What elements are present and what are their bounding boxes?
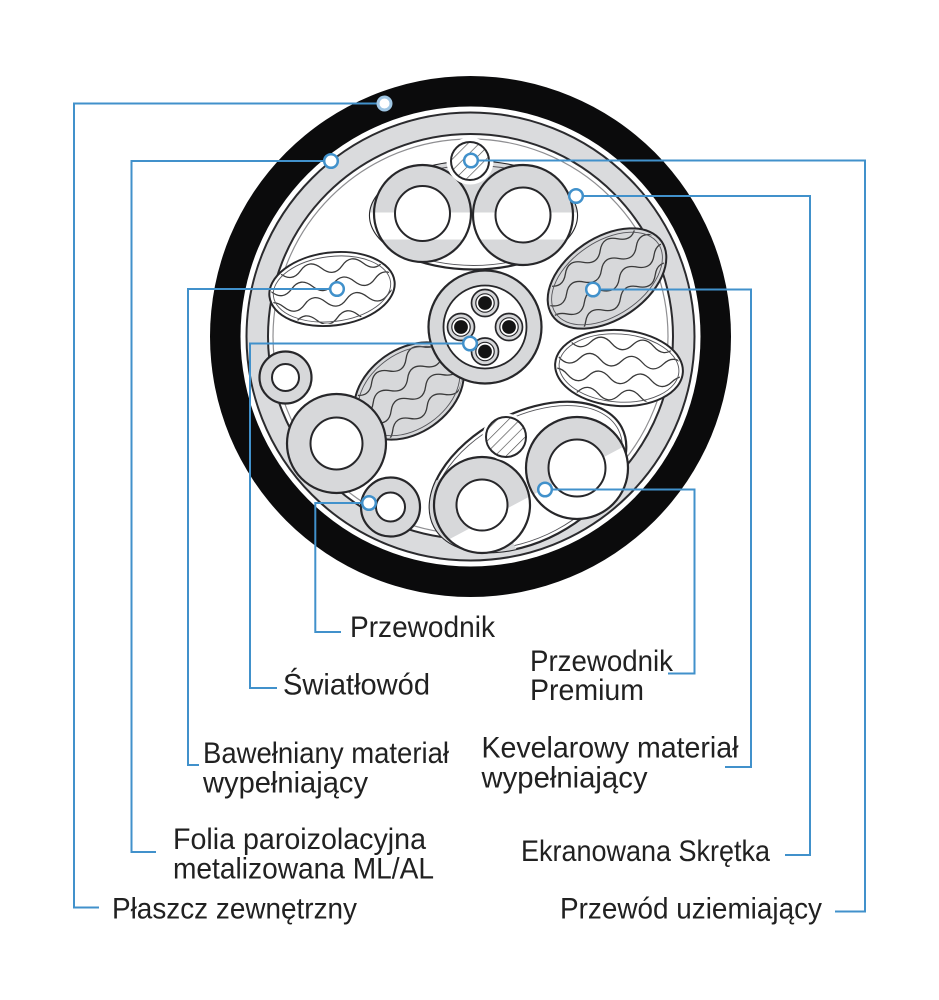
svg-text:wypełniający: wypełniający [202, 767, 368, 800]
svg-text:Premium: Premium [530, 674, 644, 707]
svg-text:Przewodnik: Przewodnik [350, 611, 496, 644]
svg-text:metalizowana ML/AL: metalizowana ML/AL [173, 853, 434, 886]
svg-text:Ekranowana Skrętka: Ekranowana Skrętka [521, 835, 770, 868]
svg-text:Bawełniany materiał: Bawełniany materiał [203, 737, 449, 770]
svg-text:Przewód uziemiający: Przewód uziemiający [560, 893, 822, 926]
svg-text:Płaszcz zewnętrzny: Płaszcz zewnętrzny [112, 893, 357, 926]
svg-text:Przewodnik: Przewodnik [530, 645, 674, 678]
svg-text:Światłowód: Światłowód [283, 668, 430, 702]
svg-text:Kevelarowy materiał: Kevelarowy materiał [482, 732, 739, 765]
svg-text:Folia paroizolacyjna: Folia paroizolacyjna [173, 823, 426, 856]
svg-text:wypełniający: wypełniający [481, 762, 648, 795]
